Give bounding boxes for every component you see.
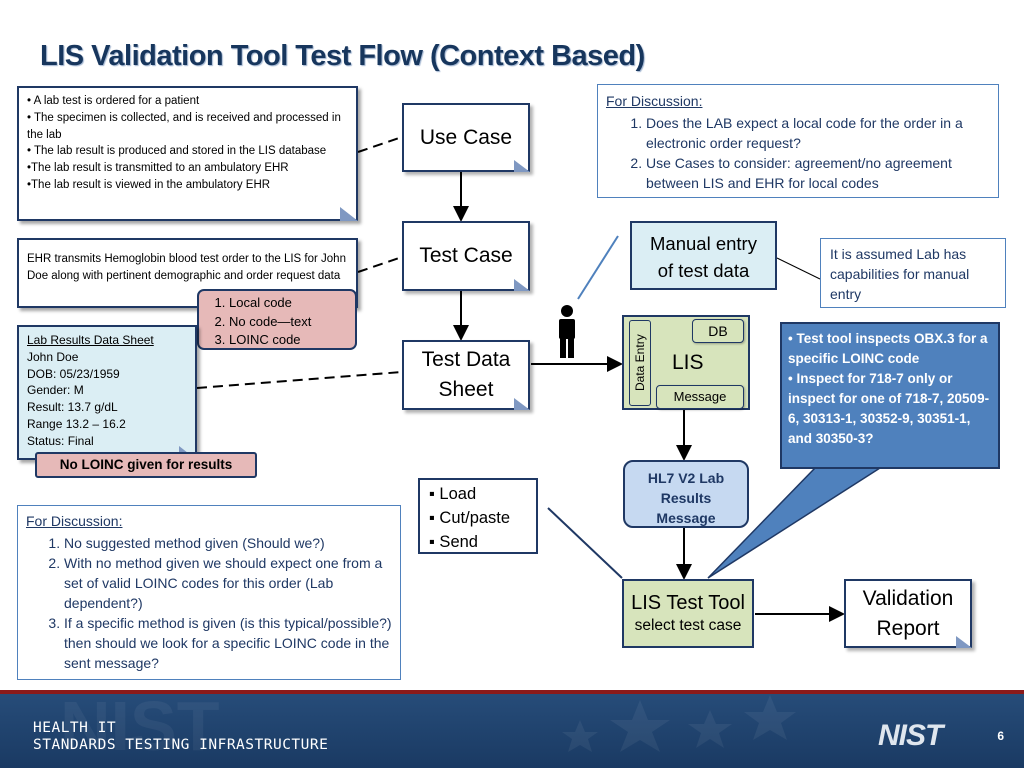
data-sheet-line: DOB: 05/23/1959 xyxy=(27,366,120,381)
data-sheet-line: John Doe xyxy=(27,349,79,364)
discussion-item: Use Cases to consider: agreement/no agre… xyxy=(646,153,990,193)
nist-logo: NIST xyxy=(878,720,947,750)
svg-text:NIST: NIST xyxy=(60,690,219,765)
no-loinc-label: No LOINC given for results xyxy=(35,452,257,478)
validation-report-box: Validation Report xyxy=(844,579,972,648)
lis-system-box: Data Entry LIS DB Message xyxy=(622,315,750,410)
hl7-message-box: HL7 V2 Lab Results Message xyxy=(623,460,749,528)
load-option: ▪ Send xyxy=(429,533,478,551)
code-options-box: Local code No code—text LOINC code xyxy=(197,289,357,350)
page-title: LIS Validation Tool Test Flow (Context B… xyxy=(40,40,645,72)
callout-line: • Test tool inspects OBX.3 for a specifi… xyxy=(788,331,988,366)
discussion-item: Does the LAB expect a local code for the… xyxy=(646,113,990,153)
load-option: ▪ Load xyxy=(429,485,477,503)
code-option: No code—text xyxy=(229,313,355,332)
discussion-heading: For Discussion: xyxy=(606,93,703,109)
assumption-note: It is assumed Lab has capabilities for m… xyxy=(820,238,1006,308)
code-option: LOINC code xyxy=(229,331,355,350)
page-fold xyxy=(514,279,530,291)
svg-text:NIST: NIST xyxy=(878,720,946,750)
lis-label: LIS xyxy=(672,351,704,374)
inspect-callout: • Test tool inspects OBX.3 for a specifi… xyxy=(780,322,1000,469)
test-case-box: Test Case xyxy=(402,221,530,291)
scenario-line: •The lab result is transmitted to an amb… xyxy=(27,162,289,175)
manual-entry-link xyxy=(577,235,619,300)
discussion-item: If a specific method is given (is this t… xyxy=(64,613,392,673)
discussion-bottom-box: For Discussion: No suggested method give… xyxy=(17,505,401,680)
data-sheet-line: Result: 13.7 g/dL xyxy=(27,400,118,415)
page-fold xyxy=(340,207,358,221)
star-watermark: NIST xyxy=(60,690,796,765)
scenario-line: •The lab result is viewed in the ambulat… xyxy=(27,178,271,191)
footer-bar: NIST HEALTH IT STANDARDS TESTING INFRAST… xyxy=(0,690,1024,768)
lis-test-tool-box: LIS Test Tool select test case xyxy=(622,579,754,648)
discussion-item: With no method given we should expect on… xyxy=(64,553,392,613)
scenario-line: • The lab result is produced and stored … xyxy=(27,145,327,158)
load-link xyxy=(547,507,623,579)
scenario-note: • A lab test is ordered for a patient • … xyxy=(17,86,358,221)
person-icon xyxy=(559,305,575,358)
testcase-link xyxy=(357,256,403,273)
data-sheet-note: Lab Results Data Sheet John Doe DOB: 05/… xyxy=(17,325,197,460)
data-sheet-line: Gender: M xyxy=(27,383,84,398)
data-sheet-heading: Lab Results Data Sheet xyxy=(27,333,154,347)
discussion-heading: For Discussion: xyxy=(26,513,123,529)
db-label: DB xyxy=(692,319,744,343)
code-option: Local code xyxy=(229,294,355,313)
data-entry-label: Data Entry xyxy=(629,320,651,406)
discussion-item: No suggested method given (Should we?) xyxy=(64,533,392,553)
message-label: Message xyxy=(656,385,744,409)
footer-text: HEALTH IT STANDARDS TESTING INFRASTRUCTU… xyxy=(33,720,329,753)
manual-entry-box: Manual entry of test data xyxy=(630,221,777,290)
scenario-link xyxy=(357,136,403,153)
datasheet-link xyxy=(196,371,403,389)
page-fold xyxy=(956,636,972,648)
data-sheet-line: Status: Final xyxy=(27,433,94,448)
page-fold xyxy=(514,160,530,172)
load-option: ▪ Cut/paste xyxy=(429,509,511,527)
footer-accent-line xyxy=(0,690,1024,694)
use-case-box: Use Case xyxy=(402,103,530,172)
scenario-line: • The specimen is collected, and is rece… xyxy=(27,111,341,141)
page-number: 6 xyxy=(997,729,1004,743)
scenario-line: • A lab test is ordered for a patient xyxy=(27,95,200,107)
data-sheet-line: Range 13.2 – 16.2 xyxy=(27,416,126,431)
callout-line: • Inspect for 718-7 only or inspect for … xyxy=(788,371,990,446)
discussion-top-box: For Discussion: Does the LAB expect a lo… xyxy=(597,84,999,198)
test-data-sheet-box: Test Data Sheet xyxy=(402,340,530,410)
page-fold xyxy=(514,398,530,410)
test-case-note-text: EHR transmits Hemoglobin blood test orde… xyxy=(27,253,346,282)
load-options-box: ▪ Load ▪ Cut/paste ▪ Send xyxy=(418,478,538,554)
assumption-link xyxy=(776,257,821,280)
